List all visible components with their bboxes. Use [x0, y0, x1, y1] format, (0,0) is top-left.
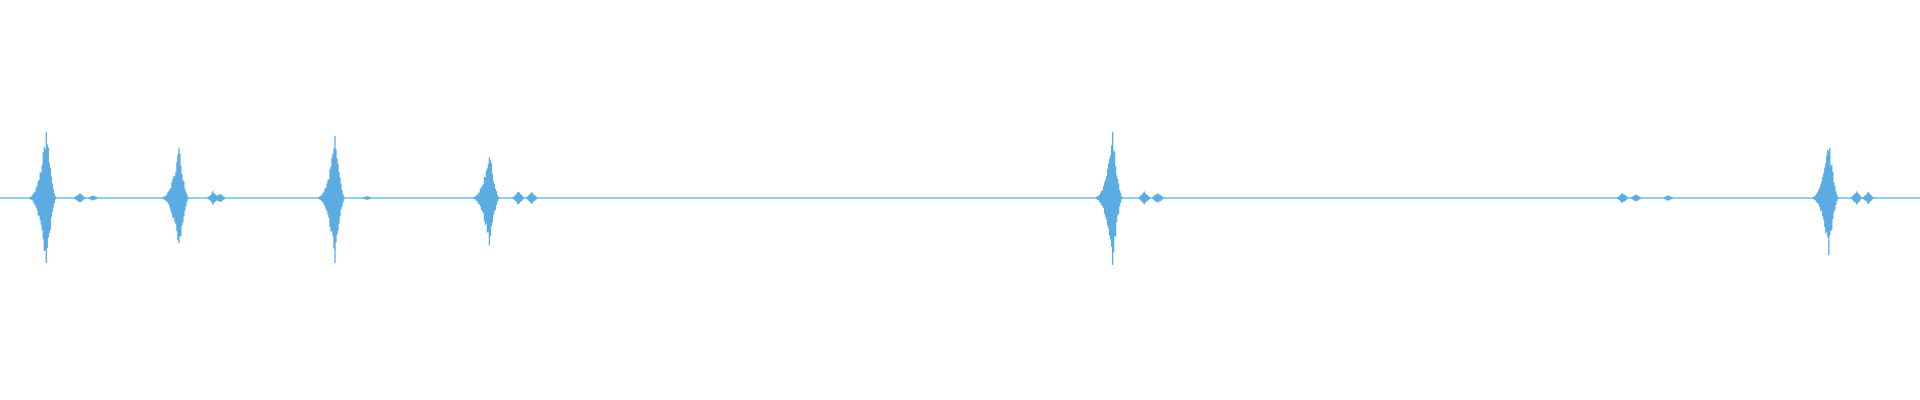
- waveform-echo-burst: [1152, 193, 1164, 203]
- waveform-events: [26, 131, 1839, 265]
- waveform-event-3: [315, 135, 345, 264]
- waveform-echo-burst: [1630, 194, 1642, 202]
- waveform-echo-6: [512, 191, 525, 205]
- waveform-burst: [26, 132, 56, 263]
- waveform-burst: [1092, 131, 1123, 265]
- waveform-echo-1: [74, 193, 86, 203]
- waveform-echo-burst: [512, 191, 525, 205]
- waveform-echo-8: [1138, 191, 1150, 205]
- waveform-echo-9: [1152, 193, 1164, 203]
- waveform-event-4: [469, 157, 500, 246]
- waveform-echo-14: [1862, 192, 1874, 204]
- waveform-burst: [1809, 147, 1839, 256]
- waveform-echo-burst: [87, 195, 99, 201]
- waveform-echo-10: [1616, 193, 1629, 203]
- waveform-event-2: [159, 148, 189, 244]
- waveform-echo-burst: [214, 194, 226, 202]
- waveform-echoes: [74, 191, 1874, 205]
- waveform-echo-5: [361, 196, 373, 200]
- waveform-echo-burst: [526, 192, 538, 204]
- waveform-echo-burst: [361, 196, 373, 200]
- waveform-event-6: [1809, 147, 1839, 256]
- waveform-burst: [469, 157, 500, 246]
- waveform-echo-7: [526, 192, 538, 204]
- waveform-echo-2: [87, 195, 99, 201]
- waveform-event-5: [1092, 131, 1123, 265]
- waveform-event-1: [26, 132, 56, 263]
- waveform-echo-13: [1850, 191, 1863, 205]
- waveform-echo-11: [1630, 194, 1642, 202]
- waveform-echo-burst: [1616, 193, 1629, 203]
- waveform-echo-burst: [74, 193, 86, 203]
- waveform-burst: [315, 135, 345, 264]
- waveform-echo-burst: [1662, 195, 1675, 201]
- waveform-echo-4: [214, 194, 226, 202]
- waveform-echo-12: [1662, 195, 1675, 201]
- waveform-burst: [159, 148, 189, 244]
- waveform-echo-burst: [1138, 191, 1150, 205]
- waveform-echo-burst: [1862, 192, 1874, 204]
- waveform-echo-burst: [1850, 191, 1863, 205]
